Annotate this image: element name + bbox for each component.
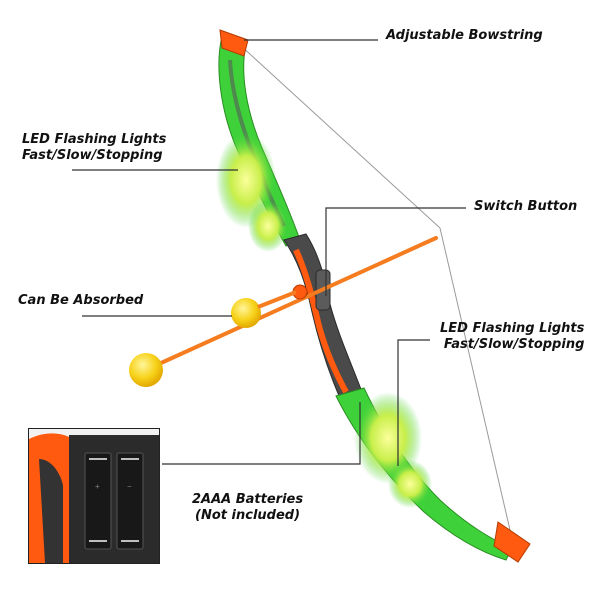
- suction-ball: [231, 290, 297, 328]
- label-switch-button: Switch Button: [474, 199, 578, 214]
- bow-riser: [283, 233, 363, 399]
- battery-compartment-art: + −: [29, 433, 159, 563]
- label-adjustable-bowstring: Adjustable Bowstring: [386, 28, 543, 43]
- battery-compartment-inset: + −: [28, 428, 160, 564]
- label-batteries-line2: (Not included): [195, 508, 301, 523]
- label-led-lights-left: LED Flashing Lights Fast/Slow/Stopping: [22, 132, 166, 164]
- svg-text:+: +: [95, 482, 100, 491]
- bowstring: [239, 44, 511, 531]
- bow-upper-limb: [216, 35, 301, 252]
- label-can-be-absorbed: Can Be Absorbed: [18, 293, 144, 308]
- label-led-right-line2: Fast/Slow/Stopping: [443, 337, 585, 352]
- label-led-left-line2: Fast/Slow/Stopping: [22, 148, 163, 163]
- arrow-suction-tip: [129, 353, 163, 387]
- leader-lines: [72, 39, 466, 466]
- svg-text:−: −: [127, 482, 132, 491]
- label-batteries-line1: 2AAA Batteries: [192, 492, 304, 507]
- arrow: [148, 236, 438, 370]
- label-batteries: 2AAA Batteries (Not included): [192, 492, 303, 524]
- label-led-right-line1: LED Flashing Lights: [440, 321, 585, 336]
- bow-lower-limb: [335, 387, 513, 561]
- label-led-lights-right: LED Flashing Lights Fast/Slow/Stopping: [440, 321, 584, 353]
- bow-lower-tip: [493, 521, 531, 563]
- bow-upper-tip: [219, 29, 249, 57]
- label-led-left-line1: LED Flashing Lights: [22, 132, 167, 147]
